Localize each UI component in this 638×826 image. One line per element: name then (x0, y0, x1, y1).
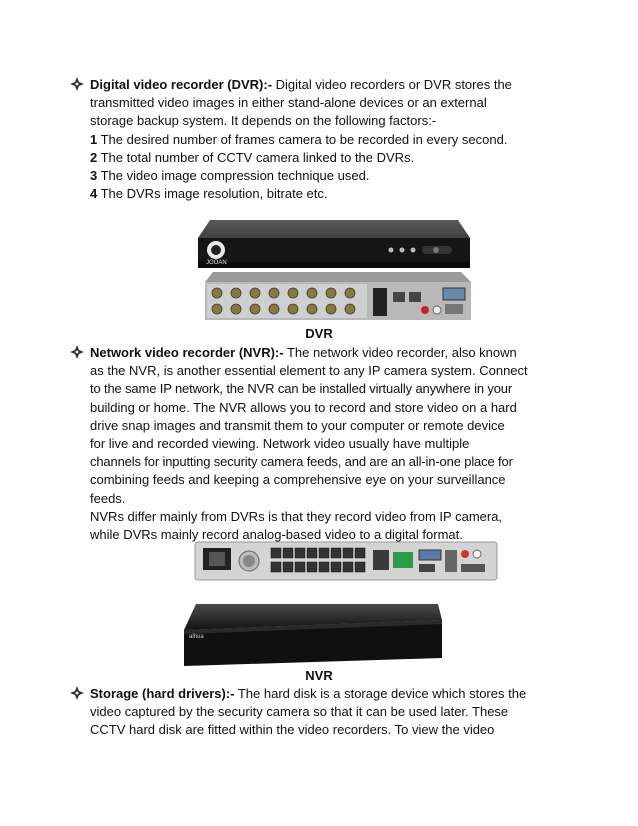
diamond-bullet-icon (70, 686, 84, 700)
dvr-rear-image (205, 272, 471, 320)
dvr-factor: 1 The desired number of frames camera to… (90, 131, 508, 147)
dvr-factor: 4 The DVRs image resolution, bitrate etc… (90, 186, 328, 202)
diamond-bullet-icon (70, 345, 84, 359)
dvr-intro-line: storage backup system. It depends on the… (90, 113, 437, 129)
nvr-text-line: feeds. (90, 490, 126, 506)
nvr-brand-label: alhua (189, 634, 204, 640)
dvr-brand-label: JOOAN (206, 260, 227, 266)
dvr-section: Digital video recorder (DVR):- Digital v… (70, 76, 570, 203)
dvr-intro-line: transmitted video images in either stand… (90, 95, 487, 111)
nvr-heading: Network video recorder (NVR):- (90, 345, 284, 360)
dvr-factor: 3 The video image compression technique … (90, 168, 370, 184)
nvr-text-line: The network video recorder, also known (283, 345, 517, 360)
dvr-factor: 2 The total number of CCTV camera linked… (90, 149, 415, 165)
storage-text-line: The hard disk is a storage device which … (234, 686, 527, 701)
storage-section: Storage (hard drivers):- The hard disk i… (70, 685, 570, 740)
nvr-text-line: combining feeds and keeping a comprehens… (90, 472, 506, 488)
nvr-text-line: building or home. The NVR allows you to … (90, 399, 517, 415)
nvr-text-line: to the same IP network, the NVR can be i… (90, 381, 513, 397)
nvr-text-line: while DVRs mainly record analog-based vi… (90, 527, 463, 543)
diamond-bullet-icon (70, 77, 84, 91)
nvr-section: Network video recorder (NVR):- The netwo… (70, 344, 570, 544)
nvr-text-line: drive snap images and transmit them to y… (90, 417, 505, 433)
nvr-text-line: for live and recorded viewing. Network v… (90, 436, 470, 452)
dvr-caption: DVR (305, 326, 333, 341)
nvr-text-line: channels for inputting security camera f… (90, 454, 513, 470)
nvr-front-image: alhua (184, 604, 442, 666)
nvr-rear-image (194, 541, 498, 581)
nvr-text-line: NVRs differ mainly from DVRs is that the… (90, 508, 503, 524)
nvr-caption: NVR (305, 668, 333, 683)
dvr-intro-line: Digital video recorders or DVR stores th… (272, 77, 512, 92)
storage-text-line: video captured by the security camera so… (90, 704, 509, 720)
dvr-front-image: JOOAN (198, 220, 470, 268)
nvr-text-line: as the NVR, is another essential element… (90, 363, 528, 379)
storage-text-line: CCTV hard disk are fitted within the vid… (90, 722, 495, 738)
dvr-heading: Digital video recorder (DVR):- (90, 77, 273, 92)
storage-heading: Storage (hard drivers):- (90, 686, 235, 701)
